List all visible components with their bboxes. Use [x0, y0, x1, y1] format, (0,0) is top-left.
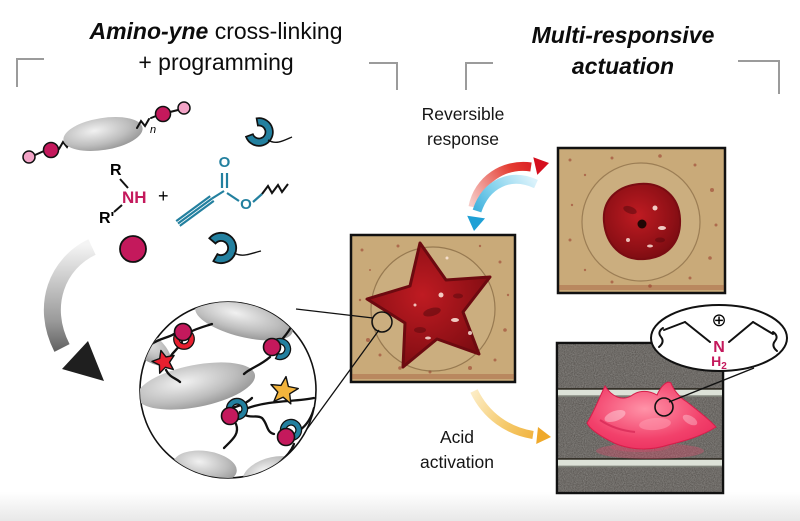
pink-end-bead-icon	[22, 150, 36, 164]
callout-line	[295, 308, 374, 319]
ammonium-bonds	[658, 321, 778, 352]
gel-highlights	[623, 205, 666, 248]
polymer-block-ellipse	[63, 117, 143, 151]
plank-stripe	[558, 459, 722, 466]
disc-center-hole	[637, 219, 647, 229]
chain-zigzag-icon	[136, 118, 150, 129]
polymer-attachment-squiggle	[772, 331, 778, 352]
gel-reflection	[596, 443, 704, 459]
left-title-line2: + programming	[138, 49, 294, 75]
right-section-title: Multi-responsive actuation	[462, 20, 784, 82]
positive-charge-icon: ⊕	[711, 310, 726, 330]
photo-speckles	[358, 244, 510, 374]
reversible-response-label: Reversible response	[421, 104, 505, 149]
pink-gel-shape	[586, 381, 717, 450]
gel-highlights	[413, 256, 472, 340]
yellow-star-icon	[270, 375, 299, 405]
carbonyl-o-label: O	[219, 154, 231, 171]
corner-bracket-icon	[369, 62, 398, 90]
photo-speckles	[568, 154, 718, 288]
ester-o-label: O	[240, 196, 252, 213]
ammonium-callout: ⊕ N H2	[650, 304, 788, 417]
photo-actuated-gel	[555, 341, 725, 495]
blue-curved-arrow-icon	[467, 174, 538, 231]
network-polymer-ellipse	[140, 362, 256, 410]
yellow-curved-arrow-icon	[470, 389, 551, 444]
title-corner-brackets	[16, 58, 780, 94]
plank-gap	[558, 388, 722, 390]
amine-bead-icon	[154, 105, 172, 123]
callout-circle	[654, 397, 674, 417]
left-section-title: Amino-yne cross-linking + programming	[20, 16, 412, 78]
right-title-line2: actuation	[571, 53, 675, 79]
gray-curved-arrow-icon	[43, 239, 104, 381]
corner-bracket-icon	[738, 60, 780, 94]
right-title-line1: Multi-responsive	[531, 22, 715, 48]
ammonium-n-label: N	[713, 339, 725, 356]
crosslink-bead	[220, 406, 240, 426]
corner-bracket-icon	[16, 58, 44, 87]
page-bottom-shading	[0, 492, 800, 521]
r-prime-label: R'	[99, 210, 114, 227]
pink-end-bead-icon	[177, 101, 191, 115]
crosslink-bead	[262, 337, 282, 357]
network-callout	[295, 308, 393, 430]
polymer-chain-schematic: n	[22, 101, 191, 164]
amine-bead-large-icon	[119, 235, 147, 263]
left-title-line1: Amino-yne cross-linking	[89, 18, 343, 44]
plus-sign: +	[158, 186, 169, 206]
plank-gap	[558, 458, 722, 460]
polymer-attachment-squiggle	[658, 327, 664, 348]
crosslink-bead	[173, 322, 193, 342]
star-gel-shape	[365, 241, 492, 369]
photo-disc-gel	[556, 146, 727, 295]
crosslink-bead	[276, 427, 296, 447]
network-zoom-circle	[139, 301, 317, 479]
r-group-label: R	[110, 162, 122, 179]
propiolate-structure	[175, 173, 263, 227]
network-polymer-ellipse	[195, 302, 293, 341]
red-curved-arrow-icon	[468, 157, 549, 209]
red-star-icon	[151, 349, 175, 374]
polymer-attachment-squiggle	[261, 183, 289, 195]
acceptor-crescent-icon	[243, 114, 293, 152]
corner-bracket-icon	[465, 62, 493, 90]
nh-label: NH	[122, 188, 147, 207]
ammonium-h2-label: H2	[711, 353, 727, 372]
amine-bead-icon	[42, 141, 60, 159]
acceptor-crescent-icon	[207, 229, 262, 266]
aminolysis-reaction-scheme: R NH R' + O O	[99, 154, 289, 266]
photo-star-gel	[349, 233, 517, 384]
acid-activation-label: Acid activation	[420, 427, 494, 472]
repeat-n-label: n	[150, 124, 156, 136]
callout-line	[306, 329, 380, 430]
callout-circle	[371, 311, 393, 333]
callout-line	[668, 367, 755, 403]
gel-highlights	[599, 409, 698, 433]
